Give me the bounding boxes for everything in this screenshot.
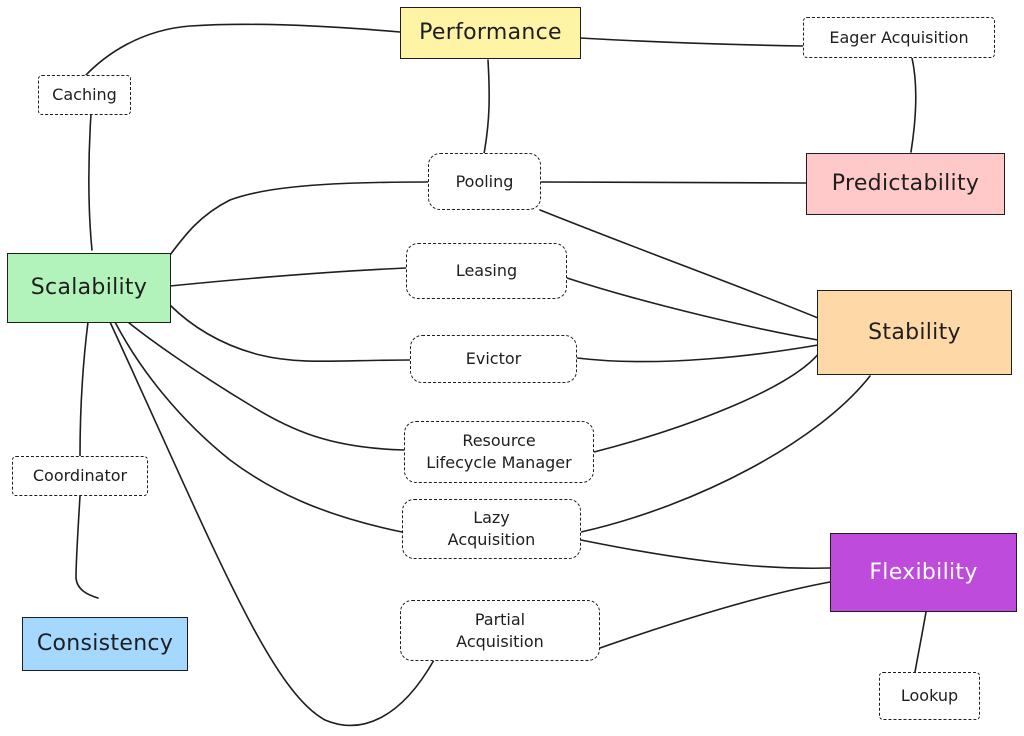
edge-pooling-predictability [539,181,807,184]
edge-evictor-stability [576,344,819,363]
node-flexibility[interactable]: Flexibility [830,533,1017,612]
node-scalability[interactable]: Scalability [7,253,171,323]
node-predictability[interactable]: Predictability [806,153,1005,215]
edge-caching-scalability [88,113,93,251]
edge-eager-acquisition-predictability [910,57,917,153]
node-caching[interactable]: Caching [38,75,131,115]
node-consistency[interactable]: Consistency [22,617,188,671]
edge-coordinator-consistency [75,495,99,599]
edge-performance-caching [84,23,401,77]
node-pooling[interactable]: Pooling [428,153,541,210]
node-stability[interactable]: Stability [817,290,1012,375]
edge-partial-acquisition-scalability [109,321,435,727]
edge-pooling-scalability [169,181,429,256]
node-eager-acquisition[interactable]: Eager Acquisition [803,17,995,58]
edge-partial-acquisition-flexibility [599,581,831,649]
edge-pooling-stability [539,209,819,319]
edge-lazy-acquisition-stability [580,375,871,533]
edge-rlm-scalability [127,321,405,451]
edge-evictor-scalability [169,304,411,363]
edge-lazy-acquisition-flexibility [580,539,831,570]
node-performance[interactable]: Performance [400,7,581,59]
edge-performance-eager-acquisition [579,37,806,47]
node-resource-lifecycle-manager[interactable]: Resource Lifecycle Manager [404,421,594,483]
edge-flexibility-lookup [914,611,927,673]
node-lookup[interactable]: Lookup [879,672,980,720]
edge-scalability-coordinator [79,321,89,457]
edge-rlm-stability [593,351,821,453]
edge-leasing-stability [566,277,819,341]
edge-performance-pooling [483,59,490,155]
node-lazy-acquisition[interactable]: Lazy Acquisition [402,499,581,559]
node-partial-acquisition[interactable]: Partial Acquisition [400,600,600,661]
node-evictor[interactable]: Evictor [410,335,577,383]
edge-leasing-scalability [169,267,407,287]
edge-lazy-acquisition-scalability [114,321,403,533]
node-leasing[interactable]: Leasing [406,243,567,299]
node-coordinator[interactable]: Coordinator [12,456,148,496]
